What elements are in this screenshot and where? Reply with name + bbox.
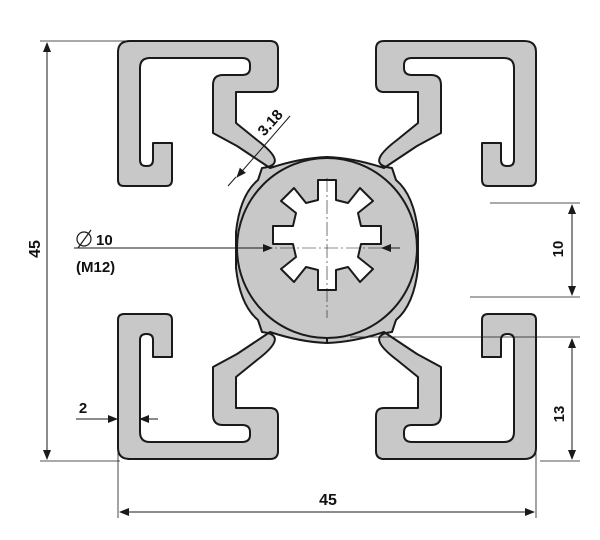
width-label: 45	[319, 492, 337, 509]
width-dimension: 45	[117, 450, 537, 518]
slot-label: 10	[550, 241, 567, 258]
wall-dimension: 2	[76, 400, 158, 423]
diameter-symbol-icon	[76, 231, 92, 247]
web-label: 3.18	[255, 106, 287, 139]
lower-label: 13	[551, 406, 568, 423]
lower-dimension: 13	[350, 336, 580, 462]
height-label: 45	[27, 240, 44, 258]
slot-dimension: 10	[470, 202, 580, 298]
bore-dimension: 10 (M12)	[74, 229, 400, 276]
bore-label: 10	[96, 232, 113, 249]
height-dimension: 45	[27, 40, 150, 462]
thread-label: (M12)	[76, 259, 115, 276]
diameter-symbol-slash	[77, 229, 92, 249]
wall-label: 2	[79, 400, 87, 417]
